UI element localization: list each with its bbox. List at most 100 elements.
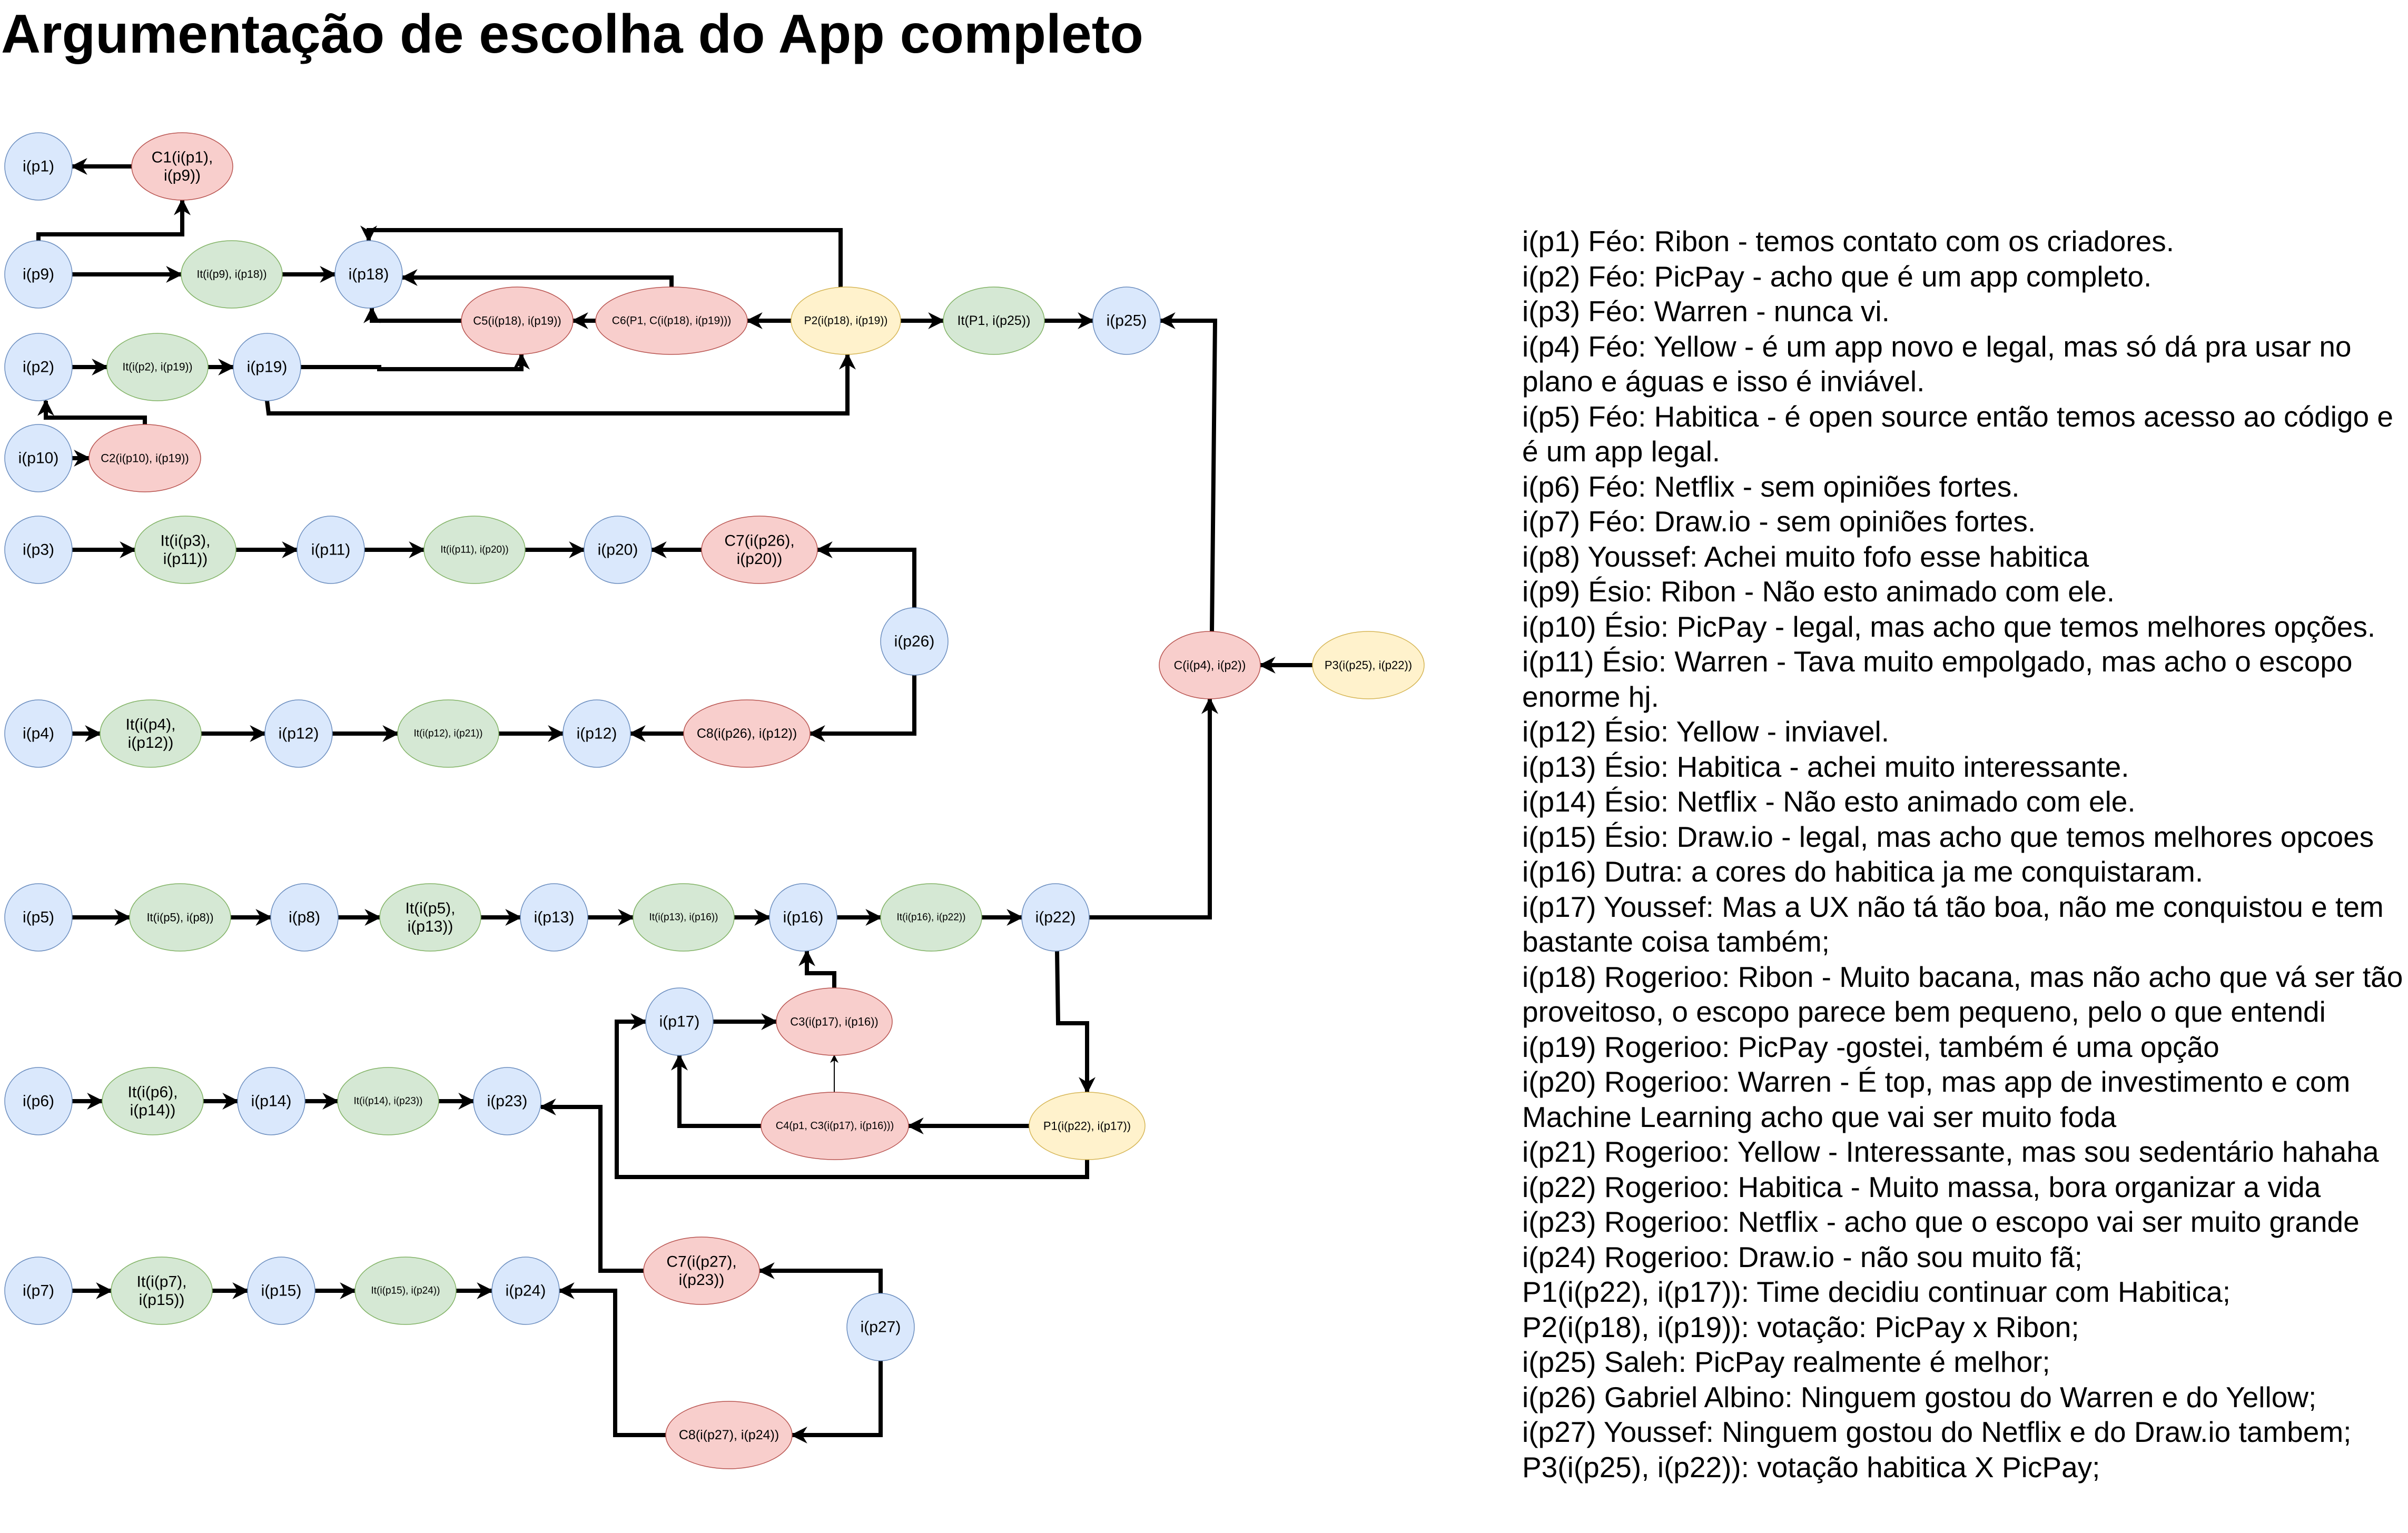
node-label: It(i(p3), (160, 532, 210, 549)
node-label: i(p12)) (128, 734, 174, 751)
node-it_p5_p13[interactable]: It(i(p5),i(p13)) (379, 883, 481, 952)
node-p24[interactable]: i(p24) (491, 1257, 560, 1325)
node-label: It(i(p6), (127, 1083, 177, 1101)
node-it_P1_p25[interactable]: It(P1, i(p25)) (943, 286, 1045, 355)
node-p14[interactable]: i(p14) (237, 1067, 305, 1135)
node-p10[interactable]: i(p10) (4, 424, 73, 492)
edge-P1-to-p17 (615, 1013, 1089, 1179)
node-label: P1(i(p22), i(p17)) (1043, 1120, 1131, 1133)
node-shape (423, 516, 526, 584)
node-it_p13_p16[interactable]: It(i(p13), i(p16)) (633, 883, 735, 952)
node-label: i(p19) (247, 359, 288, 376)
node-p12a[interactable]: i(p12) (264, 699, 333, 768)
node-it_p9_p18[interactable]: It(i(p9), i(p18)) (181, 240, 283, 309)
node-shape (4, 424, 73, 492)
node-c3[interactable]: C3(i(p17), i(p16)) (776, 987, 893, 1056)
node-p25[interactable]: i(p25) (1092, 286, 1161, 355)
legend-item: P2(i(p18), i(p19)): votação: PicPay x Ri… (1522, 1310, 2079, 1343)
node-label: i(p22) (1035, 909, 1076, 926)
node-c7a[interactable]: C7(i(p26),i(p20)) (701, 516, 818, 584)
node-shape (4, 1067, 73, 1135)
node-P2[interactable]: P2(i(p18), i(p19)) (791, 286, 901, 355)
node-p20[interactable]: i(p20) (584, 516, 652, 584)
node-it_p16_p22[interactable]: It(i(p16), i(p22)) (880, 883, 982, 952)
node-label: i(p24) (506, 1282, 546, 1300)
node-shape (233, 333, 301, 401)
node-label: It(P1, i(p25)) (958, 313, 1031, 328)
node-p5[interactable]: i(p5) (4, 883, 73, 952)
node-c8b[interactable]: C8(i(p27), i(p24)) (665, 1401, 793, 1469)
node-P1[interactable]: P1(i(p22), i(p17)) (1029, 1092, 1146, 1160)
node-it_p3_p11[interactable]: It(i(p3),i(p11)) (134, 516, 236, 584)
legend-item: i(p2) Féo: PicPay - acho que é um app co… (1522, 260, 2152, 293)
node-p17[interactable]: i(p17) (645, 987, 714, 1056)
node-p12b[interactable]: i(p12) (562, 699, 631, 768)
node-c2[interactable]: C2(i(p10), i(p19)) (88, 424, 201, 492)
node-shape (297, 516, 365, 584)
node-c5[interactable]: C5(i(p18), i(p19)) (461, 286, 574, 355)
node-c_p4_p2[interactable]: C(i(p4), i(p2)) (1159, 631, 1261, 699)
node-p2[interactable]: i(p2) (4, 333, 73, 401)
node-label: C(i(p4), i(p2)) (1174, 658, 1246, 672)
node-p22[interactable]: i(p22) (1021, 883, 1090, 952)
edge-c3-to-p16 (798, 949, 836, 988)
legend-item: i(p13) Ésio: Habitica - achei muito inte… (1522, 750, 2129, 783)
node-shape (1159, 631, 1261, 699)
edge-c_p4_p2-to-p25 (1158, 312, 1218, 632)
node-it_p7_p15[interactable]: It(i(p7),i(p15)) (111, 1257, 213, 1325)
argument-diagram: i(p1) C1(i(p1),i(p9)) i(p9) It(i(p9), i(p18… (4, 132, 1425, 1469)
node-shape (761, 1092, 909, 1160)
node-it_p5_p8[interactable]: It(i(p5), i(p8)) (129, 883, 231, 952)
node-label: i(p3) (23, 541, 54, 559)
node-label: It(i(p12), i(p21)) (414, 728, 483, 739)
edge-c4-to-p17 (671, 1053, 761, 1128)
node-shape (1092, 286, 1161, 355)
node-c4[interactable]: C4(p1, C3(i(p17), i(p16))) (761, 1092, 909, 1160)
node-it_p11_p20[interactable]: It(i(p11), i(p20)) (423, 516, 526, 584)
edge-c7b-to-p23 (539, 1099, 644, 1273)
node-shape (4, 1257, 73, 1325)
node-p11[interactable]: i(p11) (297, 516, 365, 584)
node-p9[interactable]: i(p9) (4, 240, 73, 309)
node-c6[interactable]: C6(P1, C(i(p18), i(p19))) (595, 286, 748, 355)
node-shape (270, 883, 339, 952)
node-p15[interactable]: i(p15) (247, 1257, 315, 1325)
node-p23[interactable]: i(p23) (473, 1067, 541, 1135)
legend-item: P1(i(p22), i(p17)): Time decidiu continu… (1522, 1275, 2231, 1308)
node-p4[interactable]: i(p4) (4, 699, 73, 768)
node-p7[interactable]: i(p7) (4, 1257, 73, 1325)
node-c1[interactable]: C1(i(p1),i(p9)) (131, 132, 233, 201)
node-c7b[interactable]: C7(i(p27),i(p23)) (643, 1237, 760, 1305)
node-shape (701, 516, 818, 584)
node-it_p4_p12[interactable]: It(i(p4),i(p12)) (100, 699, 202, 768)
node-label: i(p6) (23, 1093, 54, 1110)
edge-c2-to-p2 (37, 399, 147, 424)
node-it_p2_p19[interactable]: It(i(p2), i(p19)) (106, 333, 209, 401)
node-it_p6_p14[interactable]: It(i(p6),i(p14)) (102, 1067, 204, 1135)
node-p6[interactable]: i(p6) (4, 1067, 73, 1135)
node-label: C3(i(p17), i(p16)) (790, 1015, 879, 1028)
node-it_p15_p24[interactable]: It(i(p15), i(p24)) (354, 1257, 457, 1325)
node-p27[interactable]: i(p27) (846, 1293, 915, 1361)
node-label: i(p17) (659, 1013, 700, 1031)
node-label: i(p23)) (679, 1271, 725, 1289)
node-p19[interactable]: i(p19) (233, 333, 301, 401)
node-label: It(i(p5), (405, 899, 455, 917)
node-p3[interactable]: i(p3) (4, 516, 73, 584)
node-p16[interactable]: i(p16) (769, 883, 837, 952)
node-p13[interactable]: i(p13) (520, 883, 588, 952)
node-shape (1029, 1092, 1146, 1160)
node-label: i(p1) (23, 158, 54, 175)
node-p8[interactable]: i(p8) (270, 883, 339, 952)
legend-item: i(p19) Rogerioo: PicPay -gostei, também … (1522, 1030, 2219, 1063)
node-p18[interactable]: i(p18) (334, 240, 403, 309)
node-it_p12_p21[interactable]: It(i(p12), i(p21)) (397, 699, 499, 768)
node-p1[interactable]: i(p1) (4, 132, 73, 201)
node-c8a[interactable]: C8(i(p26), i(p12)) (683, 699, 811, 768)
node-label: It(i(p13), i(p16)) (649, 912, 718, 923)
node-it_p14_p23[interactable]: It(i(p14), i(p23)) (337, 1067, 439, 1135)
node-shape (102, 1067, 204, 1135)
node-label: It(i(p4), (125, 716, 175, 733)
node-p26[interactable]: i(p26) (880, 607, 949, 676)
node-P3[interactable]: P3(i(p25), i(p22)) (1312, 631, 1425, 699)
